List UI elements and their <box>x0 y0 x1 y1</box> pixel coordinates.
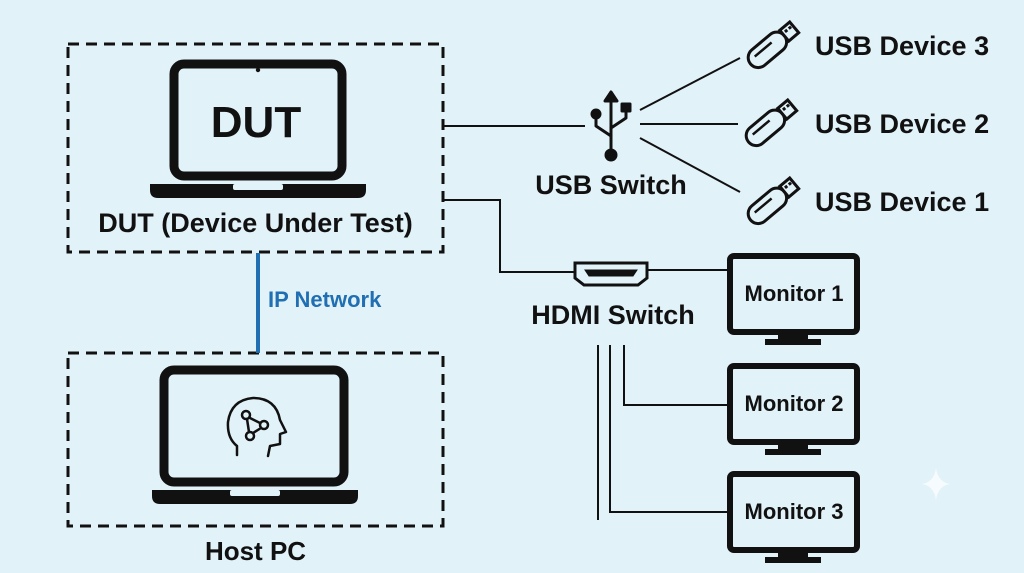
monitor-icon <box>727 471 860 563</box>
monitor-icon <box>727 253 860 345</box>
host-box <box>66 351 445 528</box>
dut-screen-text: DUT <box>211 98 302 147</box>
usb-stick-icon <box>744 97 799 148</box>
dut-caption: DUT (Device Under Test) <box>98 208 413 238</box>
usb-device-2-label: USB Device 2 <box>815 109 990 139</box>
monitor-icon <box>727 363 860 455</box>
dut-laptop-icon <box>150 59 366 198</box>
usb-device-1-label: USB Device 1 <box>815 187 990 217</box>
usb-icon <box>590 90 632 162</box>
monitor-2-label: Monitor 2 <box>744 391 844 416</box>
dut-box <box>66 42 445 254</box>
hdmi-switch-label: HDMI Switch <box>531 300 695 330</box>
usb-stick-icon <box>746 19 801 70</box>
monitor-3-label: Monitor 3 <box>744 499 844 524</box>
usb-device-3-label: USB Device 3 <box>815 31 990 61</box>
hdmi-link <box>443 199 575 273</box>
usb-fanout-lines <box>639 57 741 193</box>
usb-stick-icon <box>746 175 801 226</box>
hdmi-fanout-lines <box>597 269 727 520</box>
host-laptop-icon <box>152 365 358 504</box>
monitor-1-label: Monitor 1 <box>744 281 844 306</box>
usb-switch-label: USB Switch <box>535 170 687 200</box>
hdmi-port-icon <box>573 261 649 287</box>
host-caption: Host PC <box>204 536 307 566</box>
sparkle-icon <box>922 468 950 500</box>
ai-brain-head-icon <box>226 396 288 458</box>
ip-network-label: IP Network <box>268 287 382 312</box>
